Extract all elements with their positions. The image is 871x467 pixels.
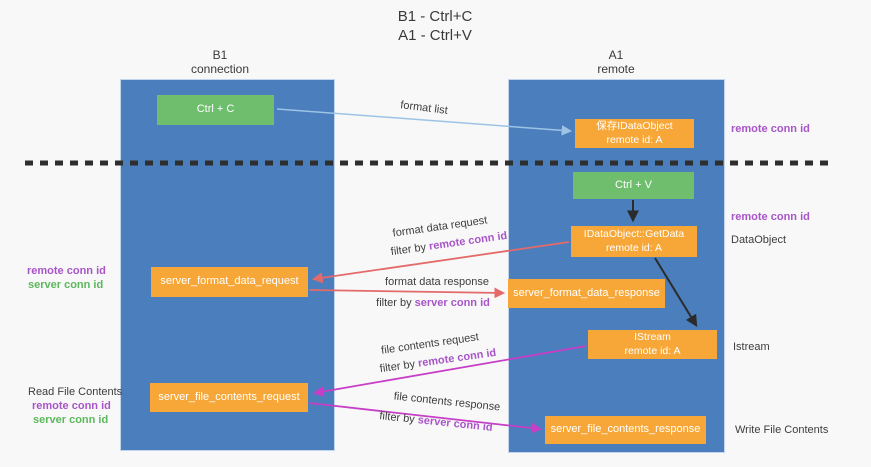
ctrl-c-label: Ctrl + C [196,103,235,116]
server-file-contents-response-label: server_file_contents_response [550,423,701,436]
getdata-line1: IDataObject::GetData [583,228,685,241]
ctrl-v-box: Ctrl + V [573,172,694,199]
getdata-box: IDataObject::GetData remote id: A [571,226,697,257]
filter-prefix: filter by [376,297,415,309]
istream-annotation: Istream [733,341,770,353]
column-header-b1: B1 connection [191,48,249,77]
server-format-data-response-box: server_format_data_response [508,279,665,308]
istream-box: IStream remote id: A [588,330,717,359]
column-header-b1-name: B1 [212,48,228,62]
server-conn-id-highlight: server conn id [414,297,490,309]
save-idataobject-line2: remote id: A [606,133,663,146]
filter-by-server-conn-id-label-2: filter by server conn id [379,410,493,434]
column-header-a1: A1 remote [597,48,634,77]
ctrl-c-box: Ctrl + C [157,95,274,125]
dataobject-annotation: DataObject [731,234,787,246]
remote-conn-id-annotation-left-2: remote conn id [32,400,111,412]
filter-by-server-conn-id-label-1: filter by server conn id [376,297,490,309]
save-idataobject-line1: 保存IDataObject [596,120,673,133]
server-conn-id-annotation-left-2: server conn id [33,414,109,426]
diagram-title: B1 - Ctrl+C A1 - Ctrl+V [398,8,473,46]
server-format-data-request-box: server_format_data_request [151,267,308,297]
format-list-label: format list [399,99,449,117]
filter-prefix: filter by [390,240,430,259]
format-data-response-label: format data response [385,276,489,288]
server-file-contents-response-box: server_file_contents_response [545,416,706,444]
server-file-contents-request-box: server_file_contents_request [150,383,308,412]
remote-conn-id-highlight: remote conn id [417,346,497,370]
server-conn-id-annotation-left-1: server conn id [28,279,104,291]
filter-prefix: filter by [378,410,419,427]
title-line-1: B1 - Ctrl+C [397,8,473,25]
remote-conn-id-annotation-2: remote conn id [731,211,810,223]
ctrl-v-label: Ctrl + V [615,178,652,191]
filter-prefix: filter by [379,357,419,376]
column-header-b1-sub: connection [190,62,250,77]
istream-line1: IStream [634,331,671,344]
column-header-a1-sub: remote [597,62,635,77]
column-header-a1-name: A1 [608,48,624,62]
file-contents-response-label: file contents response [393,390,501,414]
save-idataobject-box: 保存IDataObject remote id: A [575,119,694,148]
remote-conn-id-highlight: remote conn id [428,229,508,253]
server-format-data-request-label: server_format_data_request [160,275,299,288]
server-format-data-response-label: server_format_data_response [513,286,660,299]
server-conn-id-highlight: server conn id [417,414,494,434]
server-file-contents-request-label: server_file_contents_request [158,390,300,403]
remote-conn-id-annotation-left-1: remote conn id [27,265,106,277]
read-file-contents-annotation: Read File Contents [28,386,123,398]
write-file-contents-annotation: Write File Contents [735,424,829,436]
remote-conn-id-annotation-1: remote conn id [731,123,810,135]
format-data-response-arrow [308,287,506,299]
istream-line2: remote id: A [624,344,681,357]
getdata-line2: remote id: A [605,241,663,254]
title-line-2: A1 - Ctrl+V [398,26,472,44]
